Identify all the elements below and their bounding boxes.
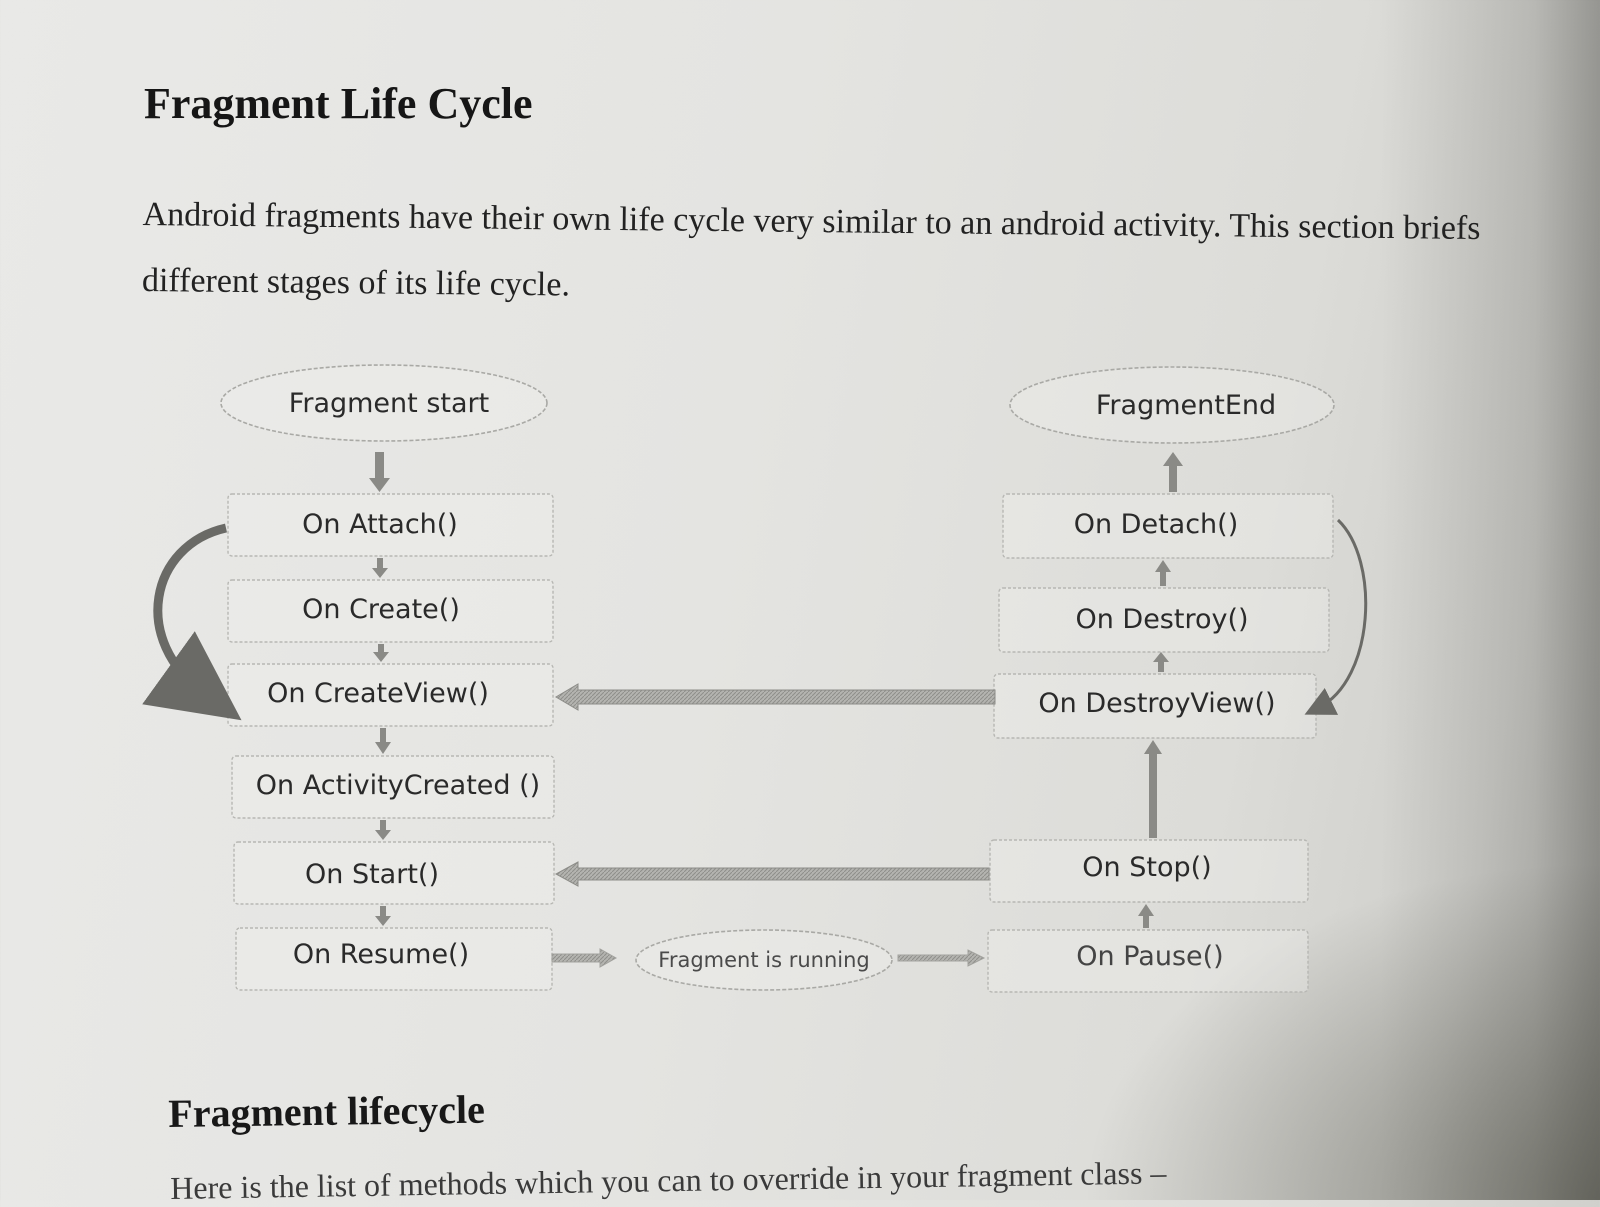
on-activitycreated-node: On ActivityCreated () <box>231 755 555 819</box>
arrow-resume-to-running <box>551 948 618 968</box>
arrow-start-to-attach <box>369 452 390 492</box>
fragment-end-node: FragmentEnd <box>1009 366 1335 444</box>
on-destroyview-label: On DestroyView() <box>1038 688 1275 719</box>
on-destroy-label: On Destroy() <box>1075 604 1248 635</box>
on-createview-label: On CreateView() <box>267 678 489 709</box>
arrow-destroy-to-detach <box>1155 560 1171 586</box>
on-resume-label: On Resume() <box>293 939 469 970</box>
on-destroy-node: On Destroy() <box>998 587 1330 653</box>
on-resume-node: On Resume() <box>235 927 553 991</box>
fragment-start-node: Fragment start <box>220 364 548 442</box>
right-up-arrows <box>1138 452 1183 928</box>
on-start-node: On Start() <box>233 841 555 905</box>
on-createview-node: On CreateView() <box>227 663 554 727</box>
left-down-arrows <box>369 452 391 926</box>
arrow-stop-to-destroyview <box>1144 740 1162 838</box>
arrow-start-to-resume <box>375 906 391 926</box>
on-detach-node: On Detach() <box>1002 493 1334 559</box>
on-attach-node: On Attach() <box>227 493 554 557</box>
section-title: Fragment Life Cycle <box>144 79 533 128</box>
arrow-running-to-pause <box>897 949 986 967</box>
fragment-end-label: FragmentEnd <box>1096 390 1276 421</box>
fragment-start-label: Fragment start <box>289 388 489 419</box>
left-loop-arrow <box>142 523 242 721</box>
on-activitycreated-label: On ActivityCreated () <box>256 770 540 801</box>
on-pause-label: On Pause() <box>1076 941 1223 972</box>
on-stop-label: On Stop() <box>1082 852 1211 883</box>
on-create-label: On Create() <box>302 594 460 625</box>
arrow-pause-to-stop <box>1138 904 1154 928</box>
right-loop-arrow <box>1304 518 1368 715</box>
on-start-label: On Start() <box>305 859 439 890</box>
horizontal-arrows <box>551 683 996 968</box>
on-stop-node: On Stop() <box>989 839 1309 903</box>
on-create-node: On Create() <box>227 579 554 643</box>
arrow-destroyview-to-destroy <box>1153 652 1169 672</box>
on-pause-node: On Pause() <box>987 929 1309 993</box>
arrow-stop-to-start <box>554 861 990 887</box>
arrow-create-to-createview <box>373 644 389 662</box>
section-subheading: Fragment lifecycle <box>168 1086 486 1136</box>
arrow-createview-to-activitycreated <box>375 728 391 754</box>
on-detach-label: On Detach() <box>1074 509 1239 540</box>
on-attach-label: On Attach() <box>302 509 458 540</box>
arrow-destroyview-to-createview <box>555 683 996 711</box>
arrow-activitycreated-to-start <box>375 820 391 840</box>
on-destroyview-node: On DestroyView() <box>993 673 1317 739</box>
arrow-detach-to-end <box>1163 452 1183 492</box>
arrow-attach-to-create <box>372 558 388 578</box>
fragment-running-node: Fragment is running <box>635 929 893 991</box>
fragment-running-label: Fragment is running <box>658 948 869 972</box>
